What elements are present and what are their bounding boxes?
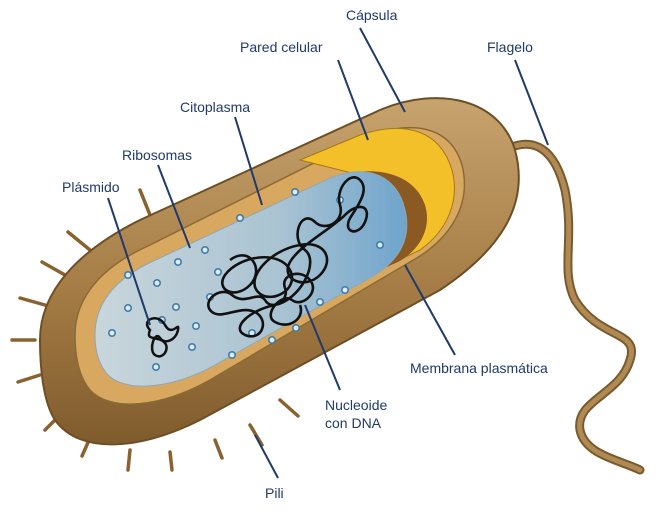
ribosome (175, 259, 181, 265)
label-plasmido: Plásmido (62, 179, 120, 195)
ribosome (109, 330, 115, 336)
ribosome (193, 323, 199, 329)
ribosome (189, 344, 195, 350)
pilus (140, 190, 150, 215)
pilus (128, 450, 130, 470)
label-flagelo: Flagelo (487, 39, 533, 55)
label-nucleoide-line1: Nucleoide (325, 397, 387, 413)
pilus (20, 298, 45, 305)
pilus (170, 452, 172, 470)
flagellum (505, 144, 640, 470)
ribosome (215, 269, 221, 275)
ribosome (293, 325, 299, 331)
ribosome (342, 287, 348, 293)
ribosome (292, 189, 298, 195)
label-membrana-plasmatica: Membrana plasmática (410, 360, 548, 376)
ribosome (317, 299, 323, 305)
label-pili: Pili (265, 485, 284, 501)
label-pared-celular: Pared celular (240, 39, 323, 55)
pilus (280, 400, 298, 416)
ribosome (125, 305, 131, 311)
ribosome (269, 337, 275, 343)
pilus (68, 232, 90, 250)
label-ribosomas: Ribosomas (122, 147, 192, 163)
ribosome (237, 215, 243, 221)
pilus (215, 440, 222, 458)
ribosome (173, 304, 179, 310)
ribosome (229, 352, 235, 358)
leader-pili (255, 435, 278, 478)
pilus (18, 375, 40, 382)
label-capsula: Cápsula (346, 7, 398, 23)
ribosome (125, 272, 131, 278)
ribosome (153, 364, 159, 370)
label-nucleoide-line2: con DNA (325, 415, 382, 431)
leader-flagelo (515, 60, 548, 145)
leader-capsula (360, 28, 405, 112)
ribosome (154, 280, 160, 286)
pilus (42, 262, 65, 275)
ribosome (202, 247, 208, 253)
ribosome (377, 242, 383, 248)
label-citoplasma: Citoplasma (180, 99, 250, 115)
